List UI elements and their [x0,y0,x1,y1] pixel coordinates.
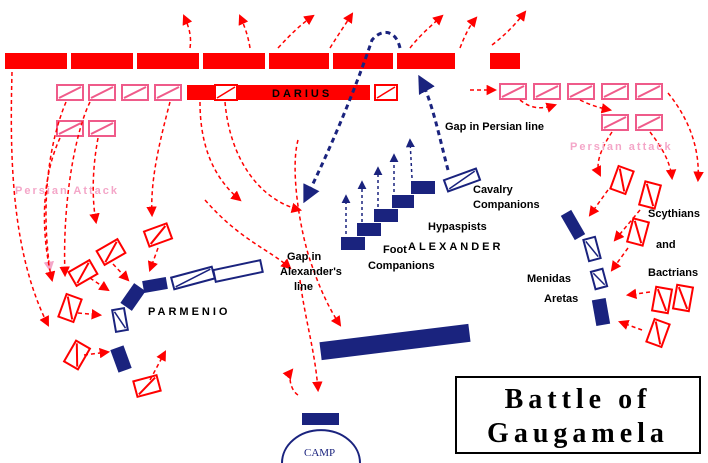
persian-attackers-right [609,164,695,349]
persian-unit [490,53,520,69]
label-darius: DARIUS [272,88,332,100]
label-cavalry-1: Cavalry [473,184,514,196]
label-gap-alex-1: Gap in [287,251,322,263]
title-line-2: Gaugamela [487,418,669,449]
persian-unit [333,53,393,69]
macedonian-army [110,167,611,425]
label-cavalry-2: Companions [473,199,540,211]
label-foot-2: Companions [368,260,435,272]
label-gap-alex-2: Alexander's [280,266,342,278]
label-and: and [656,239,676,251]
persian-unit [203,53,265,69]
label-alexander: ALEXANDER [408,241,503,253]
persian-unit [71,53,133,69]
label-hypaspists: Hypaspists [428,221,487,233]
persian-attackers-left [57,222,174,399]
label-foot-1: Foot [383,244,407,256]
phalanx-step [411,181,435,194]
alexander-thrust-arrows [303,31,450,204]
label-bactrians: Bactrians [648,267,698,279]
label-persian-attack-right: Persian attack [570,141,673,153]
label-menidas: Menidas [527,273,571,285]
label-gap-persian: Gap in Persian line [445,121,544,133]
label-persian-attack-left: Persian Attack [15,185,119,197]
camp-icon [281,429,361,463]
persian-unit [269,53,329,69]
persian-unit [397,53,455,69]
phalanx-step [392,195,414,208]
persian-unit [137,53,199,69]
label-gap-alex-3: line [294,281,313,293]
persian-attack-arrows-left [10,71,303,381]
camp-attack-arrows [282,279,323,396]
title-line-1: Battle of [504,384,652,415]
phalanx-step [374,209,398,222]
persian-retreat-arrows [182,10,527,49]
label-parmenio: PARMENIO [148,306,230,318]
phalanx-step [357,223,381,236]
persian-main-line [5,53,520,69]
persian-right-wing [499,83,663,131]
title-box: Battle of Gaugamela [455,376,701,454]
camp-guard [302,413,339,425]
label-aretas: Aretas [544,293,578,305]
persian-attack-arrows-right [294,84,704,331]
label-camp: CAMP [304,447,335,459]
persian-left-wing [56,84,182,137]
phalanx-advance-arrows [341,138,415,234]
persian-second-line [187,84,398,101]
persian-unit [5,53,67,69]
phalanx-step [341,237,365,250]
label-scythians: Scythians [648,208,700,220]
